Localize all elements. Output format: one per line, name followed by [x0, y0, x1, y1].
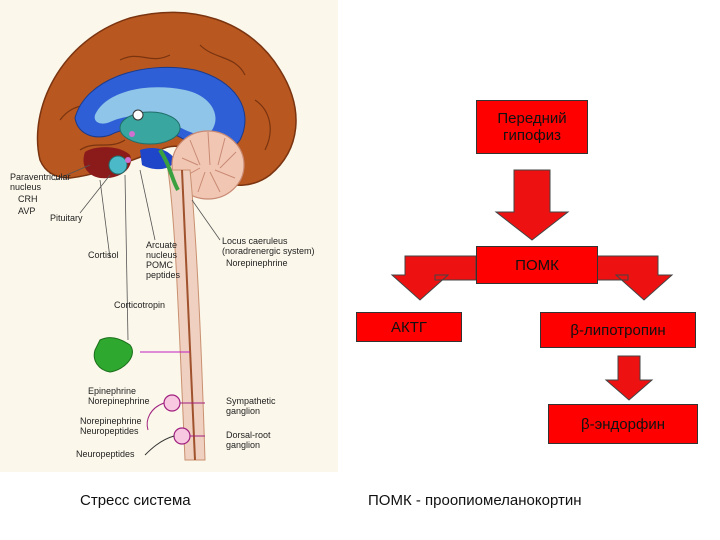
cerebellum-folia [181, 131, 237, 193]
label-paraventricular: Paraventricular nucleus [10, 172, 71, 192]
spinal-cord-shape [167, 169, 206, 461]
flow-arrows [390, 169, 674, 401]
spinal-tract-line [181, 169, 196, 461]
label-locus: Locus caeruleus (noradrenergic system) [222, 236, 315, 256]
label-epinephrine: Epinephrine Norepinephrine [88, 386, 150, 406]
sympathetic-ganglion-shape [163, 394, 181, 412]
brain-illustration [36, 11, 297, 461]
label-crh: CRH [18, 194, 38, 204]
label-arcuate: Arcuate nucleus POMC peptides [146, 240, 181, 280]
connector-line-5 [99, 179, 111, 259]
green-tract-shape [158, 148, 180, 192]
label-pituitary: Pituitary [50, 213, 83, 223]
caption-stress-system: Стресс система [80, 492, 191, 509]
thalamus-shape [119, 111, 181, 145]
label-avp: AVP [18, 206, 36, 216]
brain-illustration-panel: Paraventricular nucleus CRH AVP Pituitar… [0, 0, 338, 472]
arrow-left-actg [390, 255, 477, 301]
white-node-shape [132, 109, 144, 121]
label-sympathetic: Sympathetic ganglion [226, 396, 276, 416]
connector-line-6 [191, 199, 221, 241]
label-norepinephrine: Norepinephrine [226, 258, 288, 268]
ganglion-fiber-1 [146, 402, 165, 431]
label-norepi-neuropeptides: Norepinephrine Neuropeptides [80, 416, 142, 436]
connector-line-1 [54, 164, 91, 181]
label-neuropeptides: Neuropeptides [76, 449, 135, 459]
adrenal-gland-shape [93, 337, 133, 373]
box-pomc: ПОМК [476, 246, 598, 284]
arrow-down-endorphin [604, 355, 654, 401]
inner-region [94, 87, 216, 135]
pituitary-shape [108, 155, 128, 175]
label-cortisol: Cortisol [88, 250, 119, 260]
box-anterior-pituitary: Передний гипофиз [476, 100, 588, 154]
purple-dot-shape-2 [125, 157, 131, 163]
dorsal-root-ganglion-shape [173, 427, 191, 445]
box-beta-endorphin: β-эндорфин [548, 404, 698, 444]
purple-dot-shape [129, 131, 135, 137]
arrow-down-pomc [494, 169, 570, 241]
ganglion-fiber-2 [144, 435, 175, 456]
arrow-right-lipotropin [596, 255, 674, 301]
label-corticotropin: Corticotropin [114, 300, 166, 310]
box-actg: АКТГ [356, 312, 462, 342]
caption-pomc-definition: ПОМК - проопиомеланокортин [368, 492, 582, 509]
label-dorsal-root: Dorsal-root ganglion [226, 430, 271, 450]
connector-line-4 [139, 169, 156, 241]
connector-line-3 [124, 174, 129, 341]
connector-line-2 [79, 174, 111, 214]
box-beta-lipotropin: β-липотропин [540, 312, 696, 348]
